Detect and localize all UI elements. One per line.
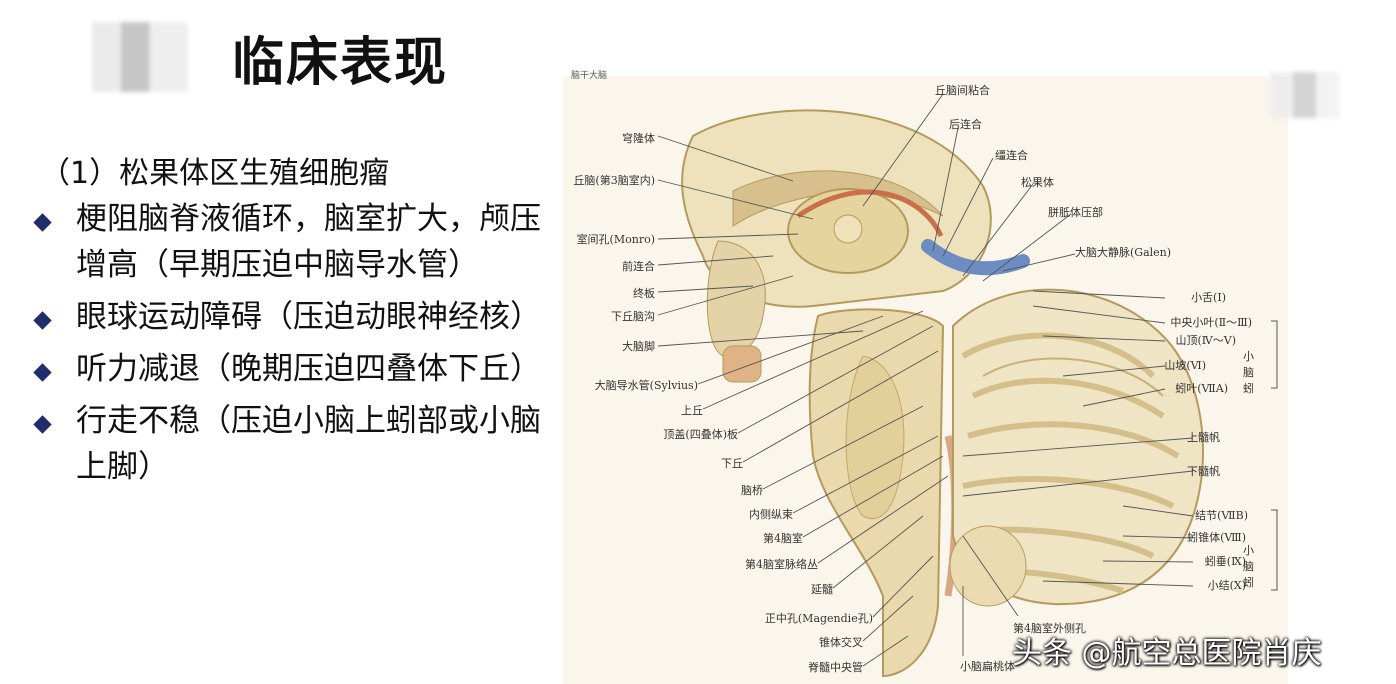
bullet-text: 听力减退（晚期压迫四叠体下丘） [76,351,541,387]
diamond-bullet-icon [33,415,52,434]
label-pineal-body: 松果体 [1021,176,1054,189]
label-nodulus: 小结(Ⅹ) [1207,579,1246,592]
label-fornix: 穹隆体 [622,132,655,145]
bullet-list: 梗阻脑脊液循环，脑室扩大，颅压增高（早期压迫中脑导水管） 眼球运动障碍（压迫动眼… [30,196,550,496]
label-pons: 脑桥 [741,484,763,497]
label-central-lobule: 中央小叶(Ⅱ～Ⅲ) [1170,316,1252,329]
bullet-item: 听力减退（晚期压迫四叠体下丘） [30,346,550,392]
diamond-bullet-icon [33,311,52,330]
label-cerebral-aqueduct: 大脑导水管(Sylvius) [594,379,698,392]
label-lateral-aperture: 第4脑室外侧孔 [1013,622,1086,635]
label-anterior-commissure: 前连合 [622,260,655,273]
blurred-logo-right [1270,72,1340,118]
figure-header-fragment: 脑干大脑 [571,71,608,81]
bullet-item: 行走不稳（压迫小脑上蚓部或小脑上脚） [30,398,550,490]
label-splenium: 胼胝体压部 [1048,206,1103,219]
label-uvula: 蚓垂(Ⅸ) [1204,555,1246,568]
label-lingula: 小舌(Ⅰ) [1191,291,1226,304]
label-posterior-commissure: 后连合 [949,118,982,131]
label-culmen: 山顶(Ⅳ～Ⅴ) [1175,334,1236,347]
label-tuber: 结节(ⅦB) [1195,509,1248,522]
section-subtitle: （1）松果体区生殖细胞瘤 [40,156,390,191]
label-medial-longitudinal-fasciculus: 内侧纵束 [749,508,793,521]
label-cerebral-peduncle: 大脑脚 [622,340,655,353]
bullet-item: 梗阻脑脊液循环，脑室扩大，颅压增高（早期压迫中脑导水管） [30,196,550,288]
label-pyramidal-decussation: 锥体交叉 [819,636,863,649]
label-inferior-colliculus: 下丘 [721,457,743,470]
label-medulla: 延髓 [811,583,833,596]
label-cerebellar-tonsil: 小脑扁桃体 [960,660,1015,673]
label-lamina-terminalis: 终板 [633,287,655,300]
bullet-text: 眼球运动障碍（压迫动眼神经核） [76,299,541,335]
label-fourth-ventricle: 第4脑室 [763,532,803,545]
label-tectal-plate: 顶盖(四叠体)板 [663,428,738,441]
label-central-canal: 脊髓中央管 [808,661,863,674]
label-great-cerebral-vein: 大脑大静脉(Galen) [1075,246,1172,259]
label-superior-colliculus: 上丘 [681,404,703,417]
label-pyramis: 蚓锥体(Ⅷ) [1187,531,1246,544]
bullet-text: 梗阻脑脊液循环，脑室扩大，颅压增高（早期压迫中脑导水管） [76,201,541,283]
brain-sagittal-illustration [657,93,1278,678]
page-title: 临床表现 [232,33,449,93]
label-hypothalamic-sulcus: 下丘脑沟 [611,310,655,323]
group-label-vermis-lower: 小脑蚓 [1243,544,1254,589]
label-interventricular-foramen: 室间孔(Monro) [576,233,655,246]
label-interthalamic-adhesion: 丘脑间粘合 [935,84,990,97]
label-folium: 蚓叶(ⅦA) [1175,382,1228,395]
brain-anatomy-figure: 脑干大脑 [563,71,1288,684]
diamond-bullet-icon [33,213,52,232]
watermark: 头条 @航空总医院肖庆 [1012,636,1322,671]
label-declive: 山坡(Ⅵ) [1164,359,1206,372]
label-thalamus: 丘脑(第3脑室内) [573,174,655,187]
diamond-bullet-icon [33,363,52,382]
label-choroid-plexus: 第4脑室脉络丛 [745,558,818,571]
label-superior-medullary-velum: 上髓帆 [1187,431,1220,444]
label-median-aperture: 正中孔(Magendie孔) [764,612,873,625]
label-habenular-commissure: 缰连合 [995,149,1028,162]
bullet-text: 行走不稳（压迫小脑上蚓部或小脑上脚） [76,403,541,485]
label-inferior-medullary-velum: 下髓帆 [1187,465,1220,478]
bullet-item: 眼球运动障碍（压迫动眼神经核） [30,294,550,340]
blurred-logo-left [92,22,188,92]
group-label-vermis-upper: 小脑蚓 [1243,350,1254,395]
